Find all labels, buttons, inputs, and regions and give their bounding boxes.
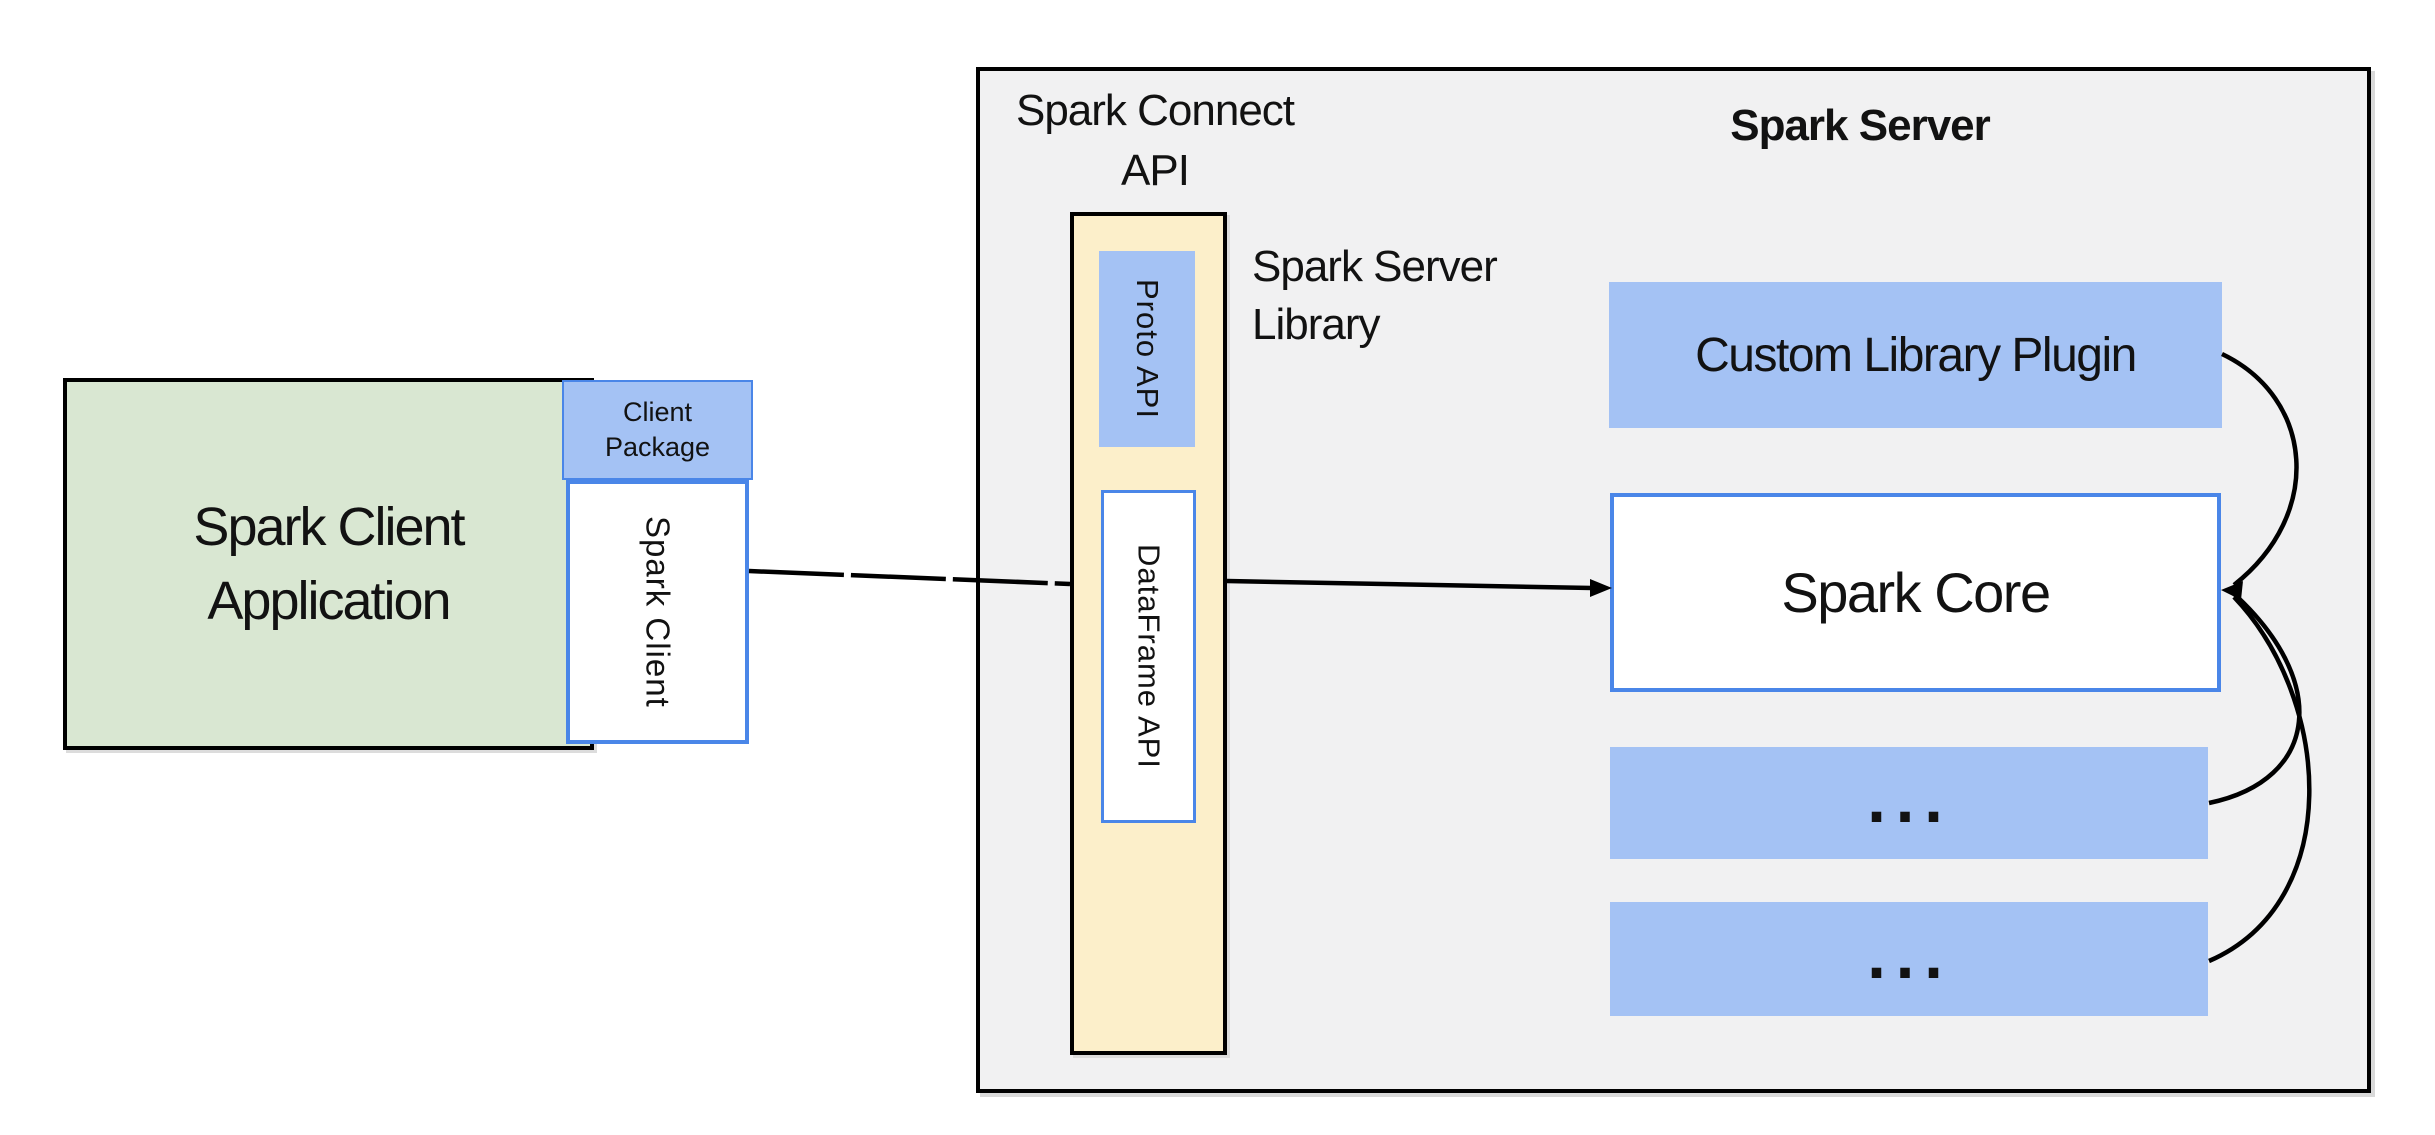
dataframe-api-box: DataFrame API [1101, 490, 1196, 823]
proto-api-box: Proto API [1099, 251, 1195, 447]
spark-connect-api-label: Spark Connect API [985, 76, 1325, 206]
spark-server-library-text: Spark Server Library [1252, 242, 1498, 349]
custom-library-plugin-text: Custom Library Plugin [1695, 328, 2137, 382]
spark-connect-api-text: Spark Connect API [1015, 86, 1295, 195]
spark-core-box: Spark Core [1610, 493, 2221, 692]
spark-core-text: Spark Core [1781, 561, 2051, 624]
plugin-placeholder-box-2: ... [1610, 902, 2208, 1016]
spark-client-application-text: Spark Client Application [193, 497, 465, 631]
spark-client-box: Spark Client [566, 480, 749, 744]
plugin-placeholder-box-1: ... [1610, 747, 2208, 859]
client-package-box: Client Package [562, 380, 753, 480]
client-package-text: Client Package [604, 397, 711, 462]
proto-api-text: Proto API [1130, 279, 1165, 419]
spark-server-title-text: Spark Server [1730, 101, 1991, 150]
custom-library-plugin-box: Custom Library Plugin [1609, 282, 2222, 428]
spark-client-text: Spark Client [639, 516, 677, 708]
plugin-placeholder-1-text: ... [1866, 771, 1952, 835]
dataframe-api-text: DataFrame API [1131, 544, 1167, 769]
spark-client-application-box: Spark Client Application [63, 378, 594, 750]
spark-server-library-label: Spark Server Library [1252, 238, 1552, 354]
plugin-placeholder-2-text: ... [1866, 927, 1952, 991]
spark-server-title: Spark Server [1690, 96, 2030, 156]
